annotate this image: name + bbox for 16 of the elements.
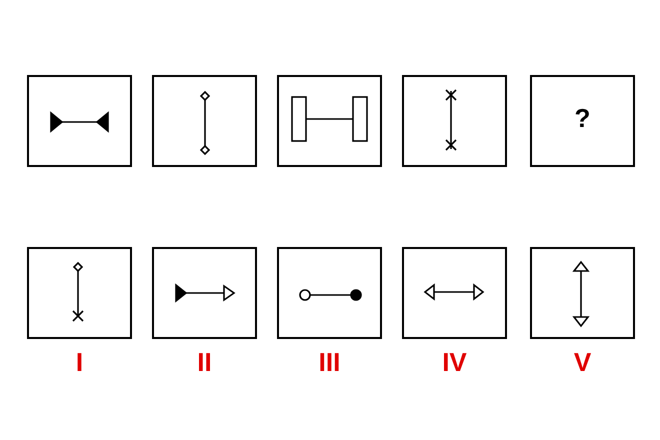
figure-panel: [277, 75, 382, 167]
figure-panel: [27, 75, 132, 167]
figure-panel: [27, 247, 132, 339]
figure-panel: [152, 75, 257, 167]
figure-panel: [530, 247, 635, 339]
figure-panel: [152, 247, 257, 339]
option-numeral: III: [318, 347, 340, 377]
figure-panel: [277, 247, 382, 339]
figure-panel: [402, 75, 507, 167]
option-numeral: V: [574, 347, 592, 377]
option-numeral: I: [76, 347, 84, 377]
figure-panel: [402, 247, 507, 339]
figure-panel: [530, 75, 635, 167]
option-numeral: IV: [442, 347, 467, 377]
option-numeral: II: [197, 347, 212, 377]
question-mark: ?: [574, 103, 592, 134]
